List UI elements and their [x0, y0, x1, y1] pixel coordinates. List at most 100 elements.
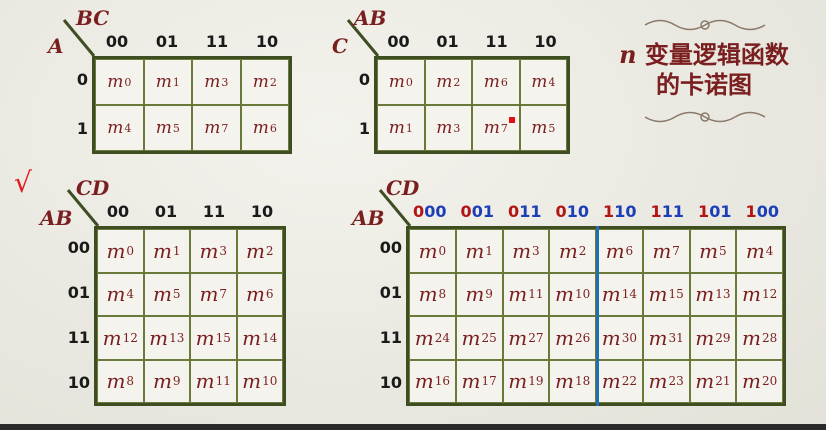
minterm-index: 4 — [548, 75, 556, 89]
minterm-index: 6 — [625, 243, 634, 258]
col-header: 001 — [454, 202, 502, 221]
row-header: 00 — [379, 237, 402, 257]
minterm-symbol: m — [106, 369, 126, 394]
col-header: 111 — [644, 202, 692, 221]
minterm-symbol: m — [436, 118, 453, 138]
minterm-symbol: m — [695, 282, 715, 307]
minterm-symbol: m — [102, 325, 122, 350]
minterm-symbol: m — [152, 282, 172, 307]
minterm-symbol: m — [418, 282, 438, 307]
kmap-corner-diagonal — [66, 189, 100, 227]
col-header-suffix: 00 — [424, 202, 447, 221]
minterm-index: 23 — [668, 374, 684, 389]
minterm-index: 2 — [265, 243, 274, 258]
minterm-index: 5 — [172, 121, 180, 135]
col-variable-label: BC — [76, 6, 110, 30]
minterm-symbol: m — [465, 238, 485, 263]
minterm-symbol: m — [436, 72, 453, 92]
minterm-index: 3 — [219, 243, 228, 258]
minterm-index: 18 — [574, 374, 591, 389]
col-header: 10 — [255, 32, 279, 51]
row-header: 10 — [67, 372, 90, 392]
minterm-index: 28 — [761, 330, 778, 345]
minterm-symbol: m — [245, 238, 265, 263]
minterm-symbol: m — [414, 325, 434, 350]
minterm-symbol: m — [107, 72, 124, 92]
minterm-index: 20 — [761, 374, 778, 389]
col-header-prefix: 1 — [650, 202, 662, 221]
minterm-symbol: m — [414, 369, 434, 394]
minterm-symbol: m — [652, 238, 672, 263]
col-header-prefix: 1 — [603, 202, 615, 221]
minterm-index: 16 — [434, 374, 450, 389]
minterm-index: 1 — [485, 243, 493, 258]
minterm-symbol: m — [199, 282, 219, 307]
minterm-index: 14 — [621, 287, 637, 302]
minterm-symbol: m — [204, 72, 221, 92]
minterm-symbol: m — [555, 325, 574, 350]
kmap-corner-diagonal — [346, 19, 380, 57]
minterm-index: 15 — [668, 287, 684, 302]
minterm-index: 10 — [262, 374, 278, 389]
row-header: 01 — [379, 282, 402, 302]
minterm-index: 8 — [438, 287, 447, 302]
minterm-index: 12 — [761, 287, 778, 302]
minterm-index: 19 — [528, 374, 544, 389]
col-header-suffix: 10 — [566, 202, 589, 221]
minterm-index: 3 — [453, 121, 461, 135]
minterm-symbol: m — [742, 282, 761, 307]
minterm-index: 1 — [172, 243, 181, 258]
minterm-index: 14 — [262, 330, 278, 345]
check-mark-annotation: √ — [14, 166, 32, 199]
minterm-symbol: m — [648, 325, 668, 350]
row-header: 01 — [67, 282, 90, 302]
minterm-symbol: m — [483, 72, 500, 92]
col-header: 10 — [534, 32, 557, 51]
minterm-symbol: m — [242, 325, 262, 350]
minterm-index: 6 — [500, 75, 508, 89]
minterm-symbol: m — [204, 118, 221, 138]
minterm-index: 3 — [221, 75, 229, 89]
minterm-index: 17 — [481, 374, 497, 389]
col-header: 00 — [105, 32, 129, 51]
minterm-index: 13 — [715, 287, 731, 302]
col-header: 11 — [202, 202, 226, 221]
minterm-symbol: m — [149, 325, 169, 350]
col-header: 01 — [155, 32, 179, 51]
minterm-index: 11 — [215, 374, 231, 389]
minterm-index: 5 — [172, 287, 181, 302]
minterm-index: 6 — [265, 287, 274, 302]
col-header-prefix: 0 — [413, 202, 425, 221]
col-header-suffix: 11 — [519, 202, 542, 221]
minterm-symbol: m — [388, 118, 405, 138]
minterm-symbol: m — [742, 369, 761, 394]
minterm-symbol: m — [601, 369, 621, 394]
title-variable: n — [619, 40, 637, 69]
col-header: 10 — [250, 202, 274, 221]
minterm-index: 4 — [126, 287, 135, 302]
minterm-index: 2 — [269, 75, 277, 89]
